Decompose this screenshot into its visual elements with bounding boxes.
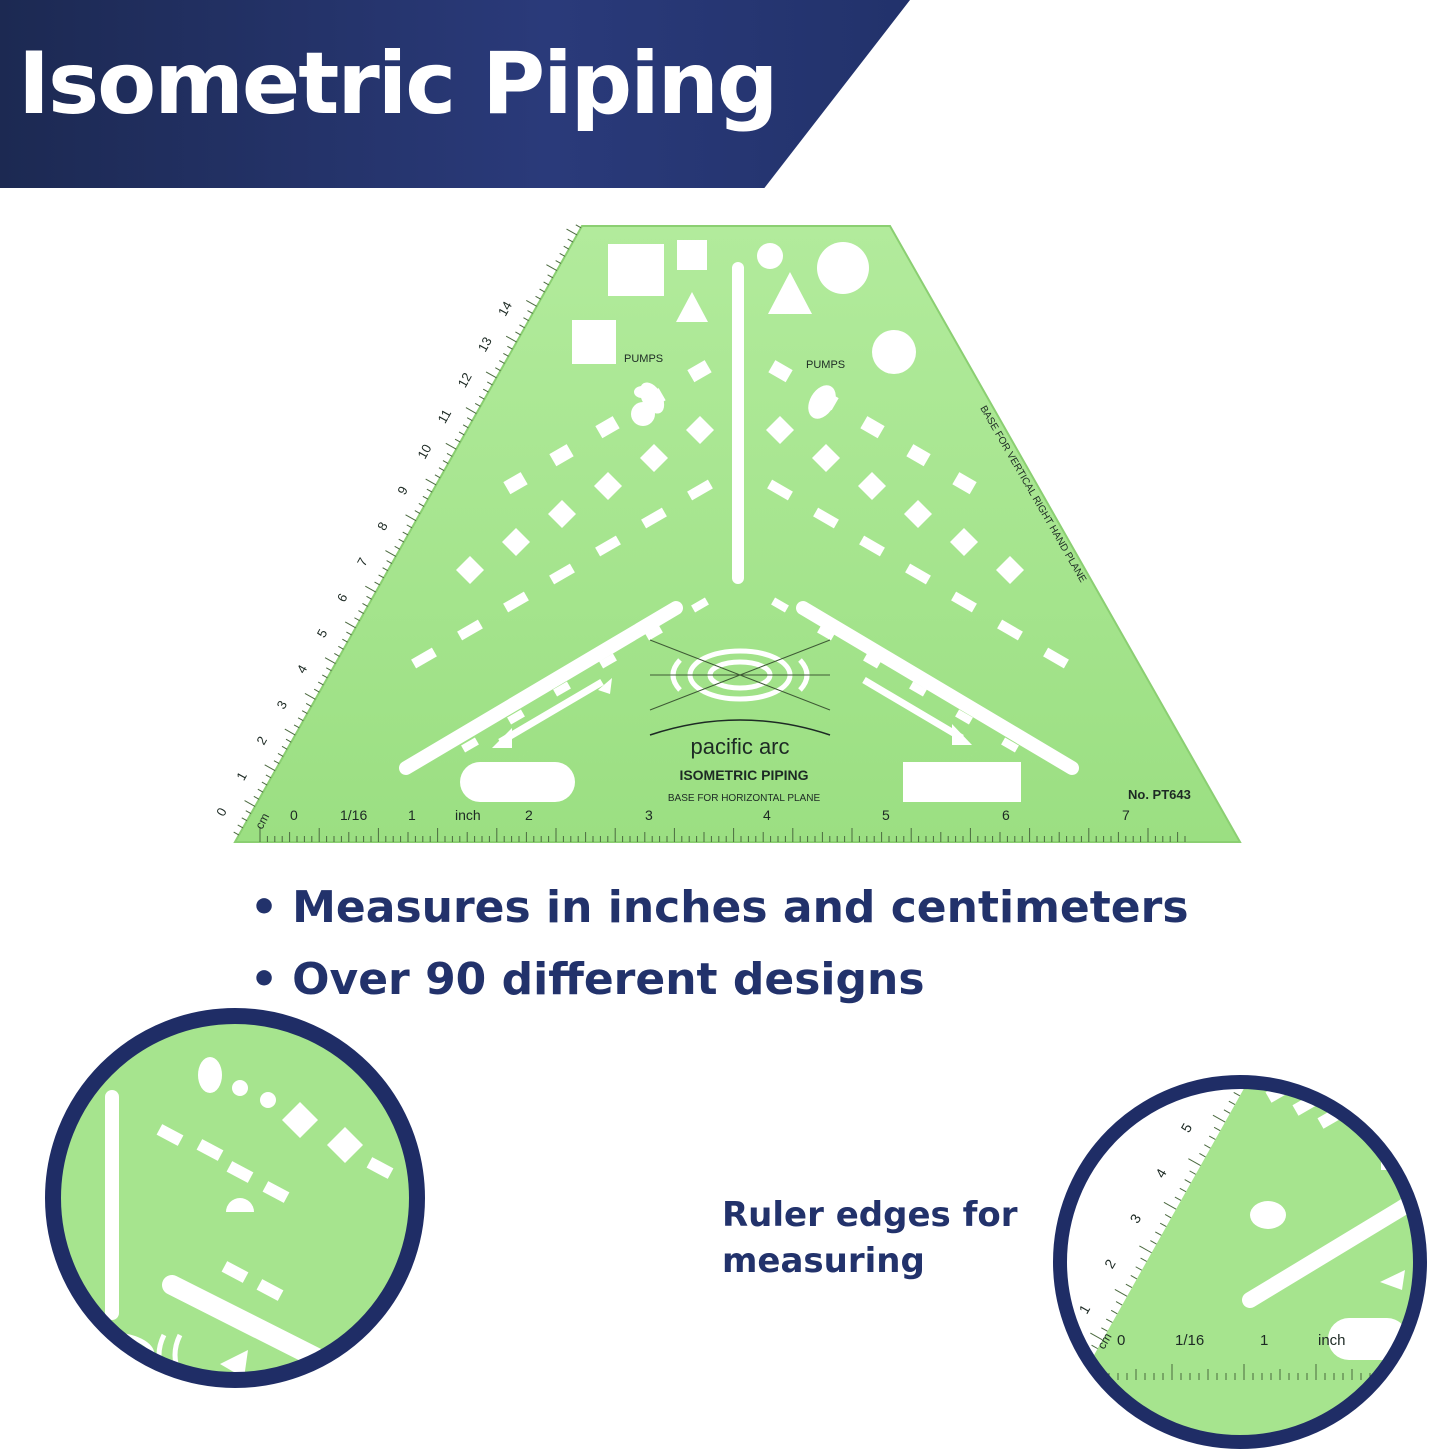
bullet-dot: • [250, 954, 279, 1005]
base-horizontal-label: BASE FOR HORIZONTAL PLANE [668, 793, 821, 804]
right-long-slot [796, 601, 1079, 775]
product-name: ISOMETRIC PIPING [679, 767, 808, 783]
side-tick-label: 7 [354, 555, 371, 569]
tick-label: 3 [645, 807, 653, 823]
fraction-label: 1/16 [340, 807, 367, 823]
center-guide-lines [649, 639, 831, 711]
model-number: No. PT643 [1128, 787, 1191, 802]
tick-label: 6 [1002, 807, 1010, 823]
tick-label: 1 [408, 807, 416, 823]
zoom-inch-label: inch [1318, 1332, 1346, 1349]
side-tick-label: 5 [314, 627, 331, 641]
center-slot [732, 262, 744, 584]
bullet-dot: • [250, 882, 279, 933]
side-tick-label: 13 [475, 334, 495, 354]
zoom-left-content [53, 1016, 417, 1380]
header-banner [0, 0, 910, 188]
side-tick-label: 2 [253, 734, 270, 748]
cm-label: cm [252, 811, 272, 832]
tick-label: 7 [1122, 807, 1130, 823]
tick-label: 2 [525, 807, 533, 823]
left-long-slot [399, 601, 683, 775]
side-tick-label: 11 [435, 407, 455, 426]
tick-label: 4 [763, 807, 771, 823]
ruler-edges-caption: Ruler edges for measuring [722, 1195, 1018, 1281]
side-tick-label: 4 [294, 662, 311, 676]
inch-label: inch [455, 807, 481, 823]
side-tick-label: 0 [213, 805, 230, 819]
side-tick-label: 8 [374, 519, 391, 533]
top-symbol-cutouts [572, 240, 916, 426]
pumps-label: PUMPS [806, 359, 845, 371]
brand-swoosh [649, 719, 831, 736]
brand-name: pacific arc [690, 734, 789, 759]
bottom-ruler-ticks [259, 828, 1186, 842]
tick-label: 0 [290, 807, 298, 823]
side-tick-label: 10 [414, 442, 434, 462]
feature-item: •Measures in inches and centimeters [250, 882, 1189, 933]
pumps-label: PUMPS [624, 353, 663, 365]
feature-list: •Measures in inches and centimeters •Ove… [250, 872, 1189, 1016]
right-arrow-slot [862, 676, 964, 742]
side-tick-label: 3 [274, 698, 291, 712]
tick-label: 5 [882, 807, 890, 823]
left-rounded-cutout [460, 762, 575, 802]
zoom-cm-label: cm [1094, 1331, 1114, 1352]
side-tick-label: 12 [455, 370, 475, 390]
side-tick-label: 9 [394, 484, 411, 498]
zoom-tick-label: 1 [1260, 1332, 1268, 1349]
right-rect-cutout [903, 762, 1021, 802]
bottom-ruler-numbers: 0 1 2 3 4 5 6 7 1/16 inch cm [252, 807, 1130, 831]
zoom-fraction-label: 1/16 [1175, 1332, 1204, 1349]
feature-item: •Over 90 different designs [250, 954, 925, 1005]
page-title: Isometric Piping [18, 34, 778, 134]
side-tick-label: 14 [495, 299, 515, 319]
left-arrow-slot [498, 678, 604, 746]
right-symbol-rows [764, 360, 1072, 776]
side-tick-label: 6 [334, 591, 351, 605]
side-ruler-ticks [233, 224, 582, 836]
zoom-tick-label: 0 [1117, 1332, 1125, 1349]
zoom-left-circle [45, 1008, 425, 1388]
zoom-right-circle [1053, 1075, 1427, 1449]
side-tick-label: 1 [233, 769, 250, 783]
square-cutout [608, 244, 664, 296]
